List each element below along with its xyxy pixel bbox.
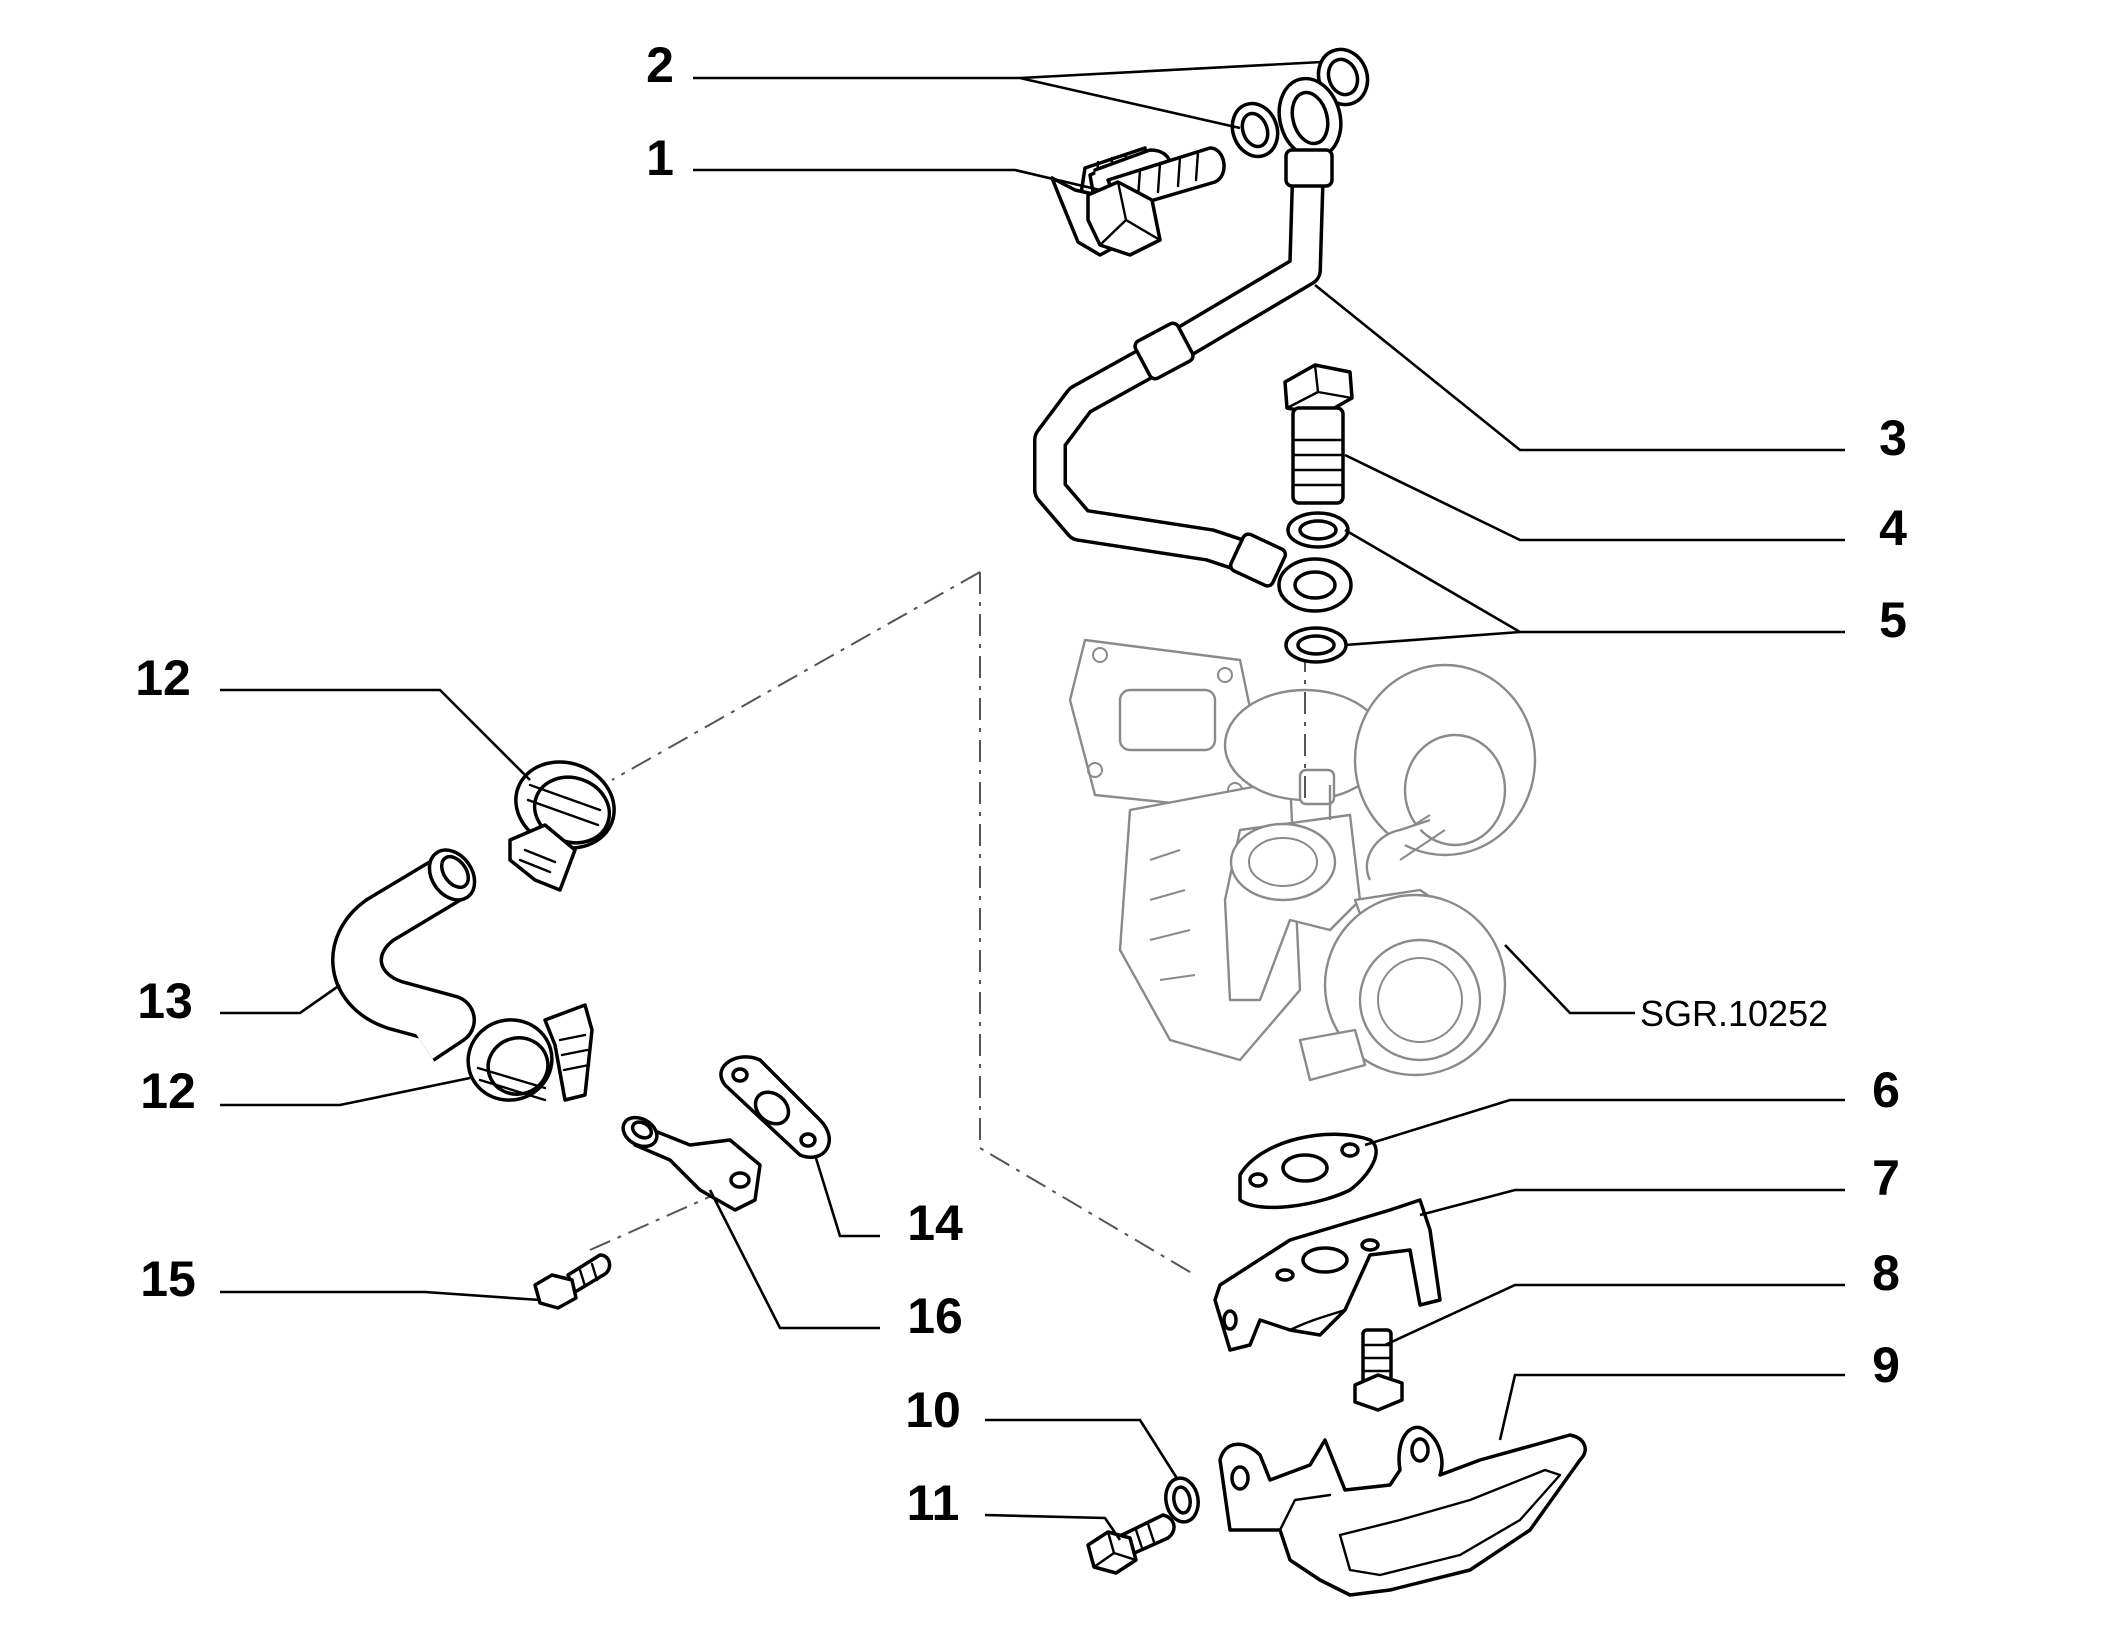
leader-2: [693, 60, 1323, 130]
hose-icon: [331, 848, 477, 1062]
callout-10: 10: [905, 1382, 961, 1438]
turbocharger-icon: [1068, 638, 1537, 1082]
callout-6: 6: [1872, 1062, 1900, 1118]
leader-8: [1384, 1283, 1845, 1347]
callout-numbers: 2 1 3 4 5 12 13 12 6 7 14 15 16 8 9 10 1…: [135, 37, 1907, 1531]
leader-14: [813, 1154, 880, 1238]
gasket-icon: [719, 1055, 831, 1159]
oil-pipe-icon: [1033, 76, 1353, 613]
leader-ref: [1504, 944, 1635, 1015]
leader-1: [693, 168, 1101, 192]
flange-icon: [621, 1115, 762, 1212]
washer-icon: [1284, 511, 1350, 664]
callout-4: 4: [1879, 500, 1907, 556]
leader-4: [1344, 453, 1845, 542]
callout-2: 2: [646, 37, 674, 93]
leader-13: [220, 983, 341, 1015]
callout-5: 5: [1879, 592, 1907, 648]
bracket-icon: [1213, 1198, 1442, 1352]
leader-3: [1314, 283, 1845, 452]
callout-3: 3: [1879, 410, 1907, 466]
bolt-icon: [1050, 146, 1226, 257]
leader-10: [985, 1418, 1180, 1481]
drawing-reference: SGR.10252: [1640, 993, 1828, 1034]
cover-icon: [1218, 1425, 1587, 1597]
leader-11: [984, 1513, 1122, 1541]
leader-6: [1364, 1098, 1845, 1147]
centerline-clamp: [611, 571, 981, 781]
leader-12a: [220, 688, 531, 781]
callout-12-bottom: 12: [140, 1063, 196, 1119]
hose-clamp-icon: [466, 1003, 594, 1102]
washer-icon: [1164, 1476, 1200, 1524]
leader-16: [708, 1189, 880, 1330]
callout-12-top: 12: [135, 650, 191, 706]
callout-7: 7: [1872, 1150, 1900, 1206]
leader-7: [1419, 1188, 1845, 1217]
gasket-icon: [1238, 1132, 1378, 1210]
bolt-icon: [1353, 1328, 1404, 1412]
callout-11: 11: [907, 1475, 960, 1531]
callout-8: 8: [1872, 1245, 1900, 1301]
callout-16: 16: [907, 1288, 963, 1344]
callout-9: 9: [1872, 1337, 1900, 1393]
callout-15: 15: [140, 1251, 196, 1307]
leader-lines: [220, 60, 1845, 1541]
bolt-icon: [1086, 1513, 1176, 1575]
leader-12b: [220, 1076, 471, 1107]
leader-9: [1498, 1373, 1845, 1441]
bolt-icon: [533, 1253, 612, 1310]
centerline-bracket: [979, 572, 1196, 1276]
bolt-icon: [1283, 363, 1354, 505]
callout-13: 13: [137, 973, 193, 1029]
callout-14: 14: [907, 1195, 963, 1251]
washer-icon: [1230, 47, 1370, 159]
callout-1: 1: [646, 130, 674, 186]
leader-5: [1344, 528, 1845, 647]
centerline-flange: [589, 1189, 726, 1251]
hose-clamp-icon: [508, 760, 616, 892]
leader-15: [220, 1290, 541, 1302]
